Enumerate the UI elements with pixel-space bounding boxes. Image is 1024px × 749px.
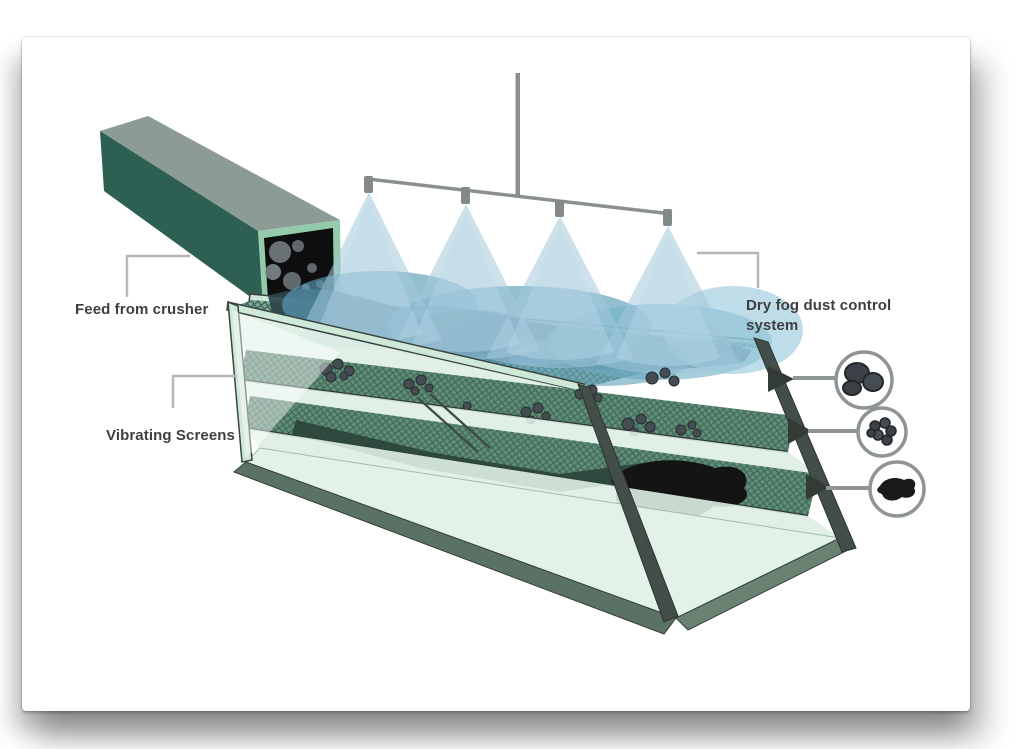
- chute-top-face: [100, 116, 340, 231]
- fine-coal-fines-icon: [877, 478, 916, 501]
- vibration-motion-lines: [417, 393, 491, 453]
- fog-cone: [486, 216, 634, 368]
- size-fraction-callouts: [793, 350, 926, 518]
- feed-chute: [100, 116, 344, 316]
- collection-pan: [233, 447, 853, 635]
- spray-nozzle-icon: [555, 200, 564, 217]
- fog-cone: [296, 192, 442, 350]
- spray-nozzle-icon: [364, 176, 373, 193]
- glass-reflection: [232, 310, 340, 458]
- glass-side-panel: [240, 380, 818, 474]
- dust-shadow-band: [292, 420, 668, 492]
- glass-side-panel: [244, 428, 840, 538]
- fog-leader-line: [697, 251, 760, 288]
- fog-cone: [392, 204, 540, 360]
- fog-spray-cones: [296, 192, 740, 374]
- discharge-points: [768, 366, 830, 500]
- feed-leader-line: [125, 254, 190, 297]
- dry-fog-label-line2: system: [746, 317, 798, 334]
- spray-nozzle-icon: [663, 209, 672, 226]
- feed-label: Feed from crusher: [75, 301, 208, 318]
- pan-front-board: [233, 461, 677, 635]
- vertical-supply-pipe: [515, 73, 520, 196]
- fog-cone: [596, 226, 740, 374]
- near-right-post: [577, 383, 679, 623]
- coarse-coal-lumps-icon: [842, 362, 884, 396]
- screens-leader-line: [171, 374, 237, 408]
- left-end-rail: [227, 300, 253, 463]
- annotations: Feed from crusher Vibrating Screens Dry …: [75, 251, 891, 444]
- spray-nozzle-icon: [461, 187, 470, 204]
- fog-supply-pipe: [364, 73, 673, 226]
- spray-manifold-bar: [367, 177, 673, 216]
- chute-front-face: [100, 131, 263, 306]
- spray-nozzle-icons: [364, 176, 672, 226]
- vibrating-screens-label: Vibrating Screens: [106, 427, 235, 444]
- medium-coal-granules-icon: [866, 417, 897, 446]
- dry-fog-label-line1: Dry fog dust control: [746, 297, 891, 314]
